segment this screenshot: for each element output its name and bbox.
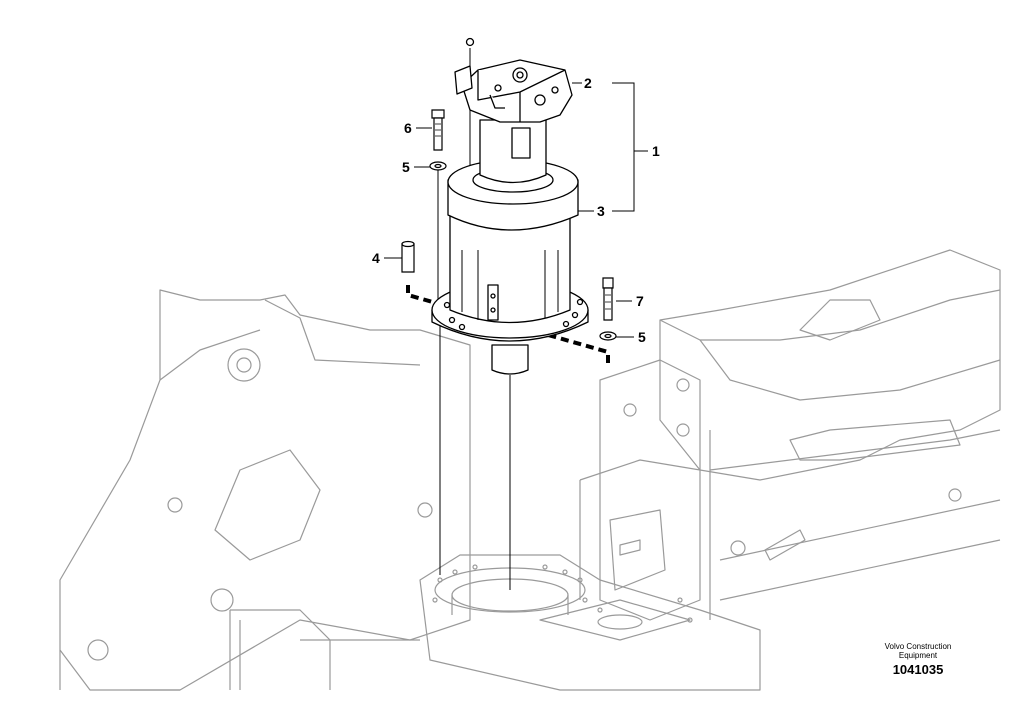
callout-4: 4 [372,250,380,266]
document-number: 1041035 [892,662,944,677]
callout-7: 7 [636,293,644,309]
callout-3: 3 [597,203,605,219]
callout-labels: 1 2 3 4 5 5 6 7 [372,75,660,345]
callout-1: 1 [652,143,660,159]
dowel-pin-part-4 [401,240,415,273]
bolt-part-6 [431,109,445,151]
swing-motor-assembly [431,37,589,375]
brand-line-1: Volvo Construction [884,642,952,651]
callout-5-upper: 5 [402,159,410,175]
callout-6: 6 [404,120,412,136]
callout-2: 2 [584,75,592,91]
brand-caption: Volvo Construction Equipment [860,642,976,660]
dashed-locator-line [406,285,610,368]
washer-part-5-lower [599,331,617,341]
leader-lines [384,82,648,338]
washer-part-5-upper [429,161,447,171]
callout-5-lower: 5 [638,329,646,345]
brand-line-2: Equipment [898,651,938,660]
bolt-part-7 [602,277,614,321]
